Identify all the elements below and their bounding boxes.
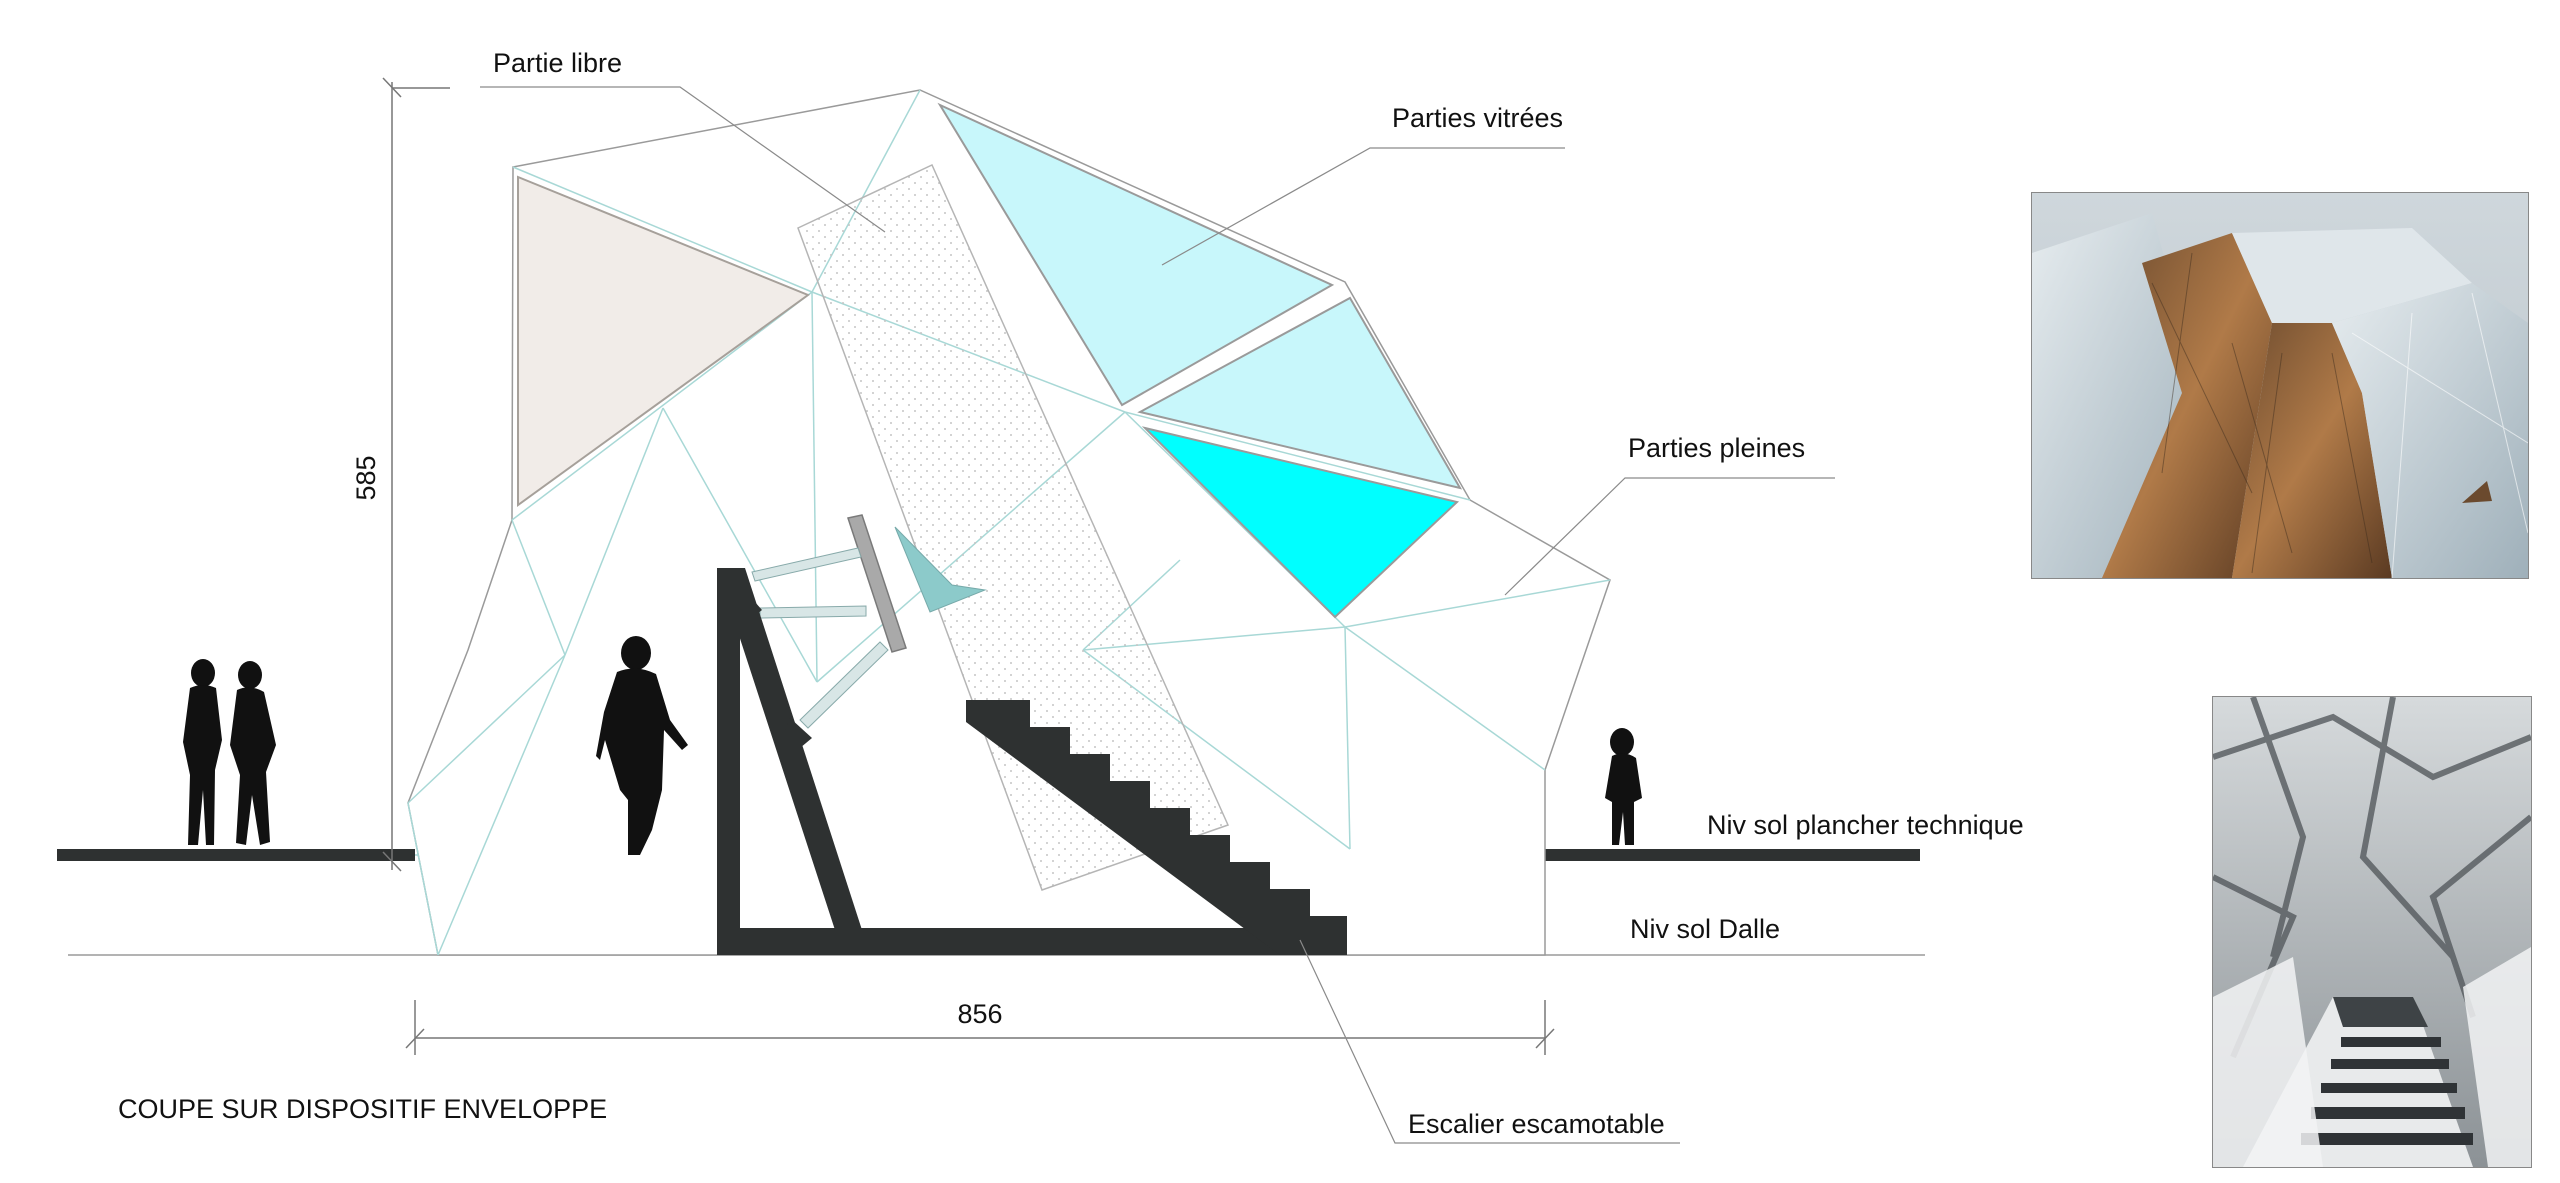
label-parties-pleines: Parties pleines: [1628, 433, 1805, 463]
label-escalier: Escalier escamotable: [1408, 1109, 1665, 1139]
support-frame: [717, 568, 1347, 955]
person-silhouettes: [183, 636, 1642, 855]
free-part-band: [797, 163, 1230, 891]
deployable-mechanism: [751, 514, 987, 729]
label-partie-libre: Partie libre: [493, 48, 622, 78]
interior-stair-render-photo: [2212, 696, 2532, 1168]
solid-panel: [517, 175, 811, 507]
label-niv-sol-plancher: Niv sol plancher technique: [1707, 810, 2024, 840]
floor-slab-right: [1545, 849, 1920, 861]
height-dimension: [382, 77, 450, 872]
glazed-panel-bottom: [1141, 426, 1460, 619]
drawing-title: COUPE SUR DISPOSITIF ENVELOPPE: [118, 1094, 607, 1124]
floor-slab-left: [57, 849, 415, 861]
width-dimension-value: 856: [957, 999, 1002, 1029]
exterior-render-photo: [2031, 192, 2529, 579]
label-parties-vitrees: Parties vitrées: [1392, 103, 1563, 133]
leader-lines: [480, 86, 1835, 1144]
envelope-facets: [407, 89, 1611, 956]
glazed-panel-top: [937, 102, 1335, 407]
label-niv-sol-dalle: Niv sol Dalle: [1630, 914, 1780, 944]
glazed-panel-middle: [1137, 296, 1463, 490]
width-dimension: [405, 1000, 1555, 1055]
height-dimension-value: 585: [351, 455, 381, 500]
retractable-stair: [966, 700, 1347, 955]
